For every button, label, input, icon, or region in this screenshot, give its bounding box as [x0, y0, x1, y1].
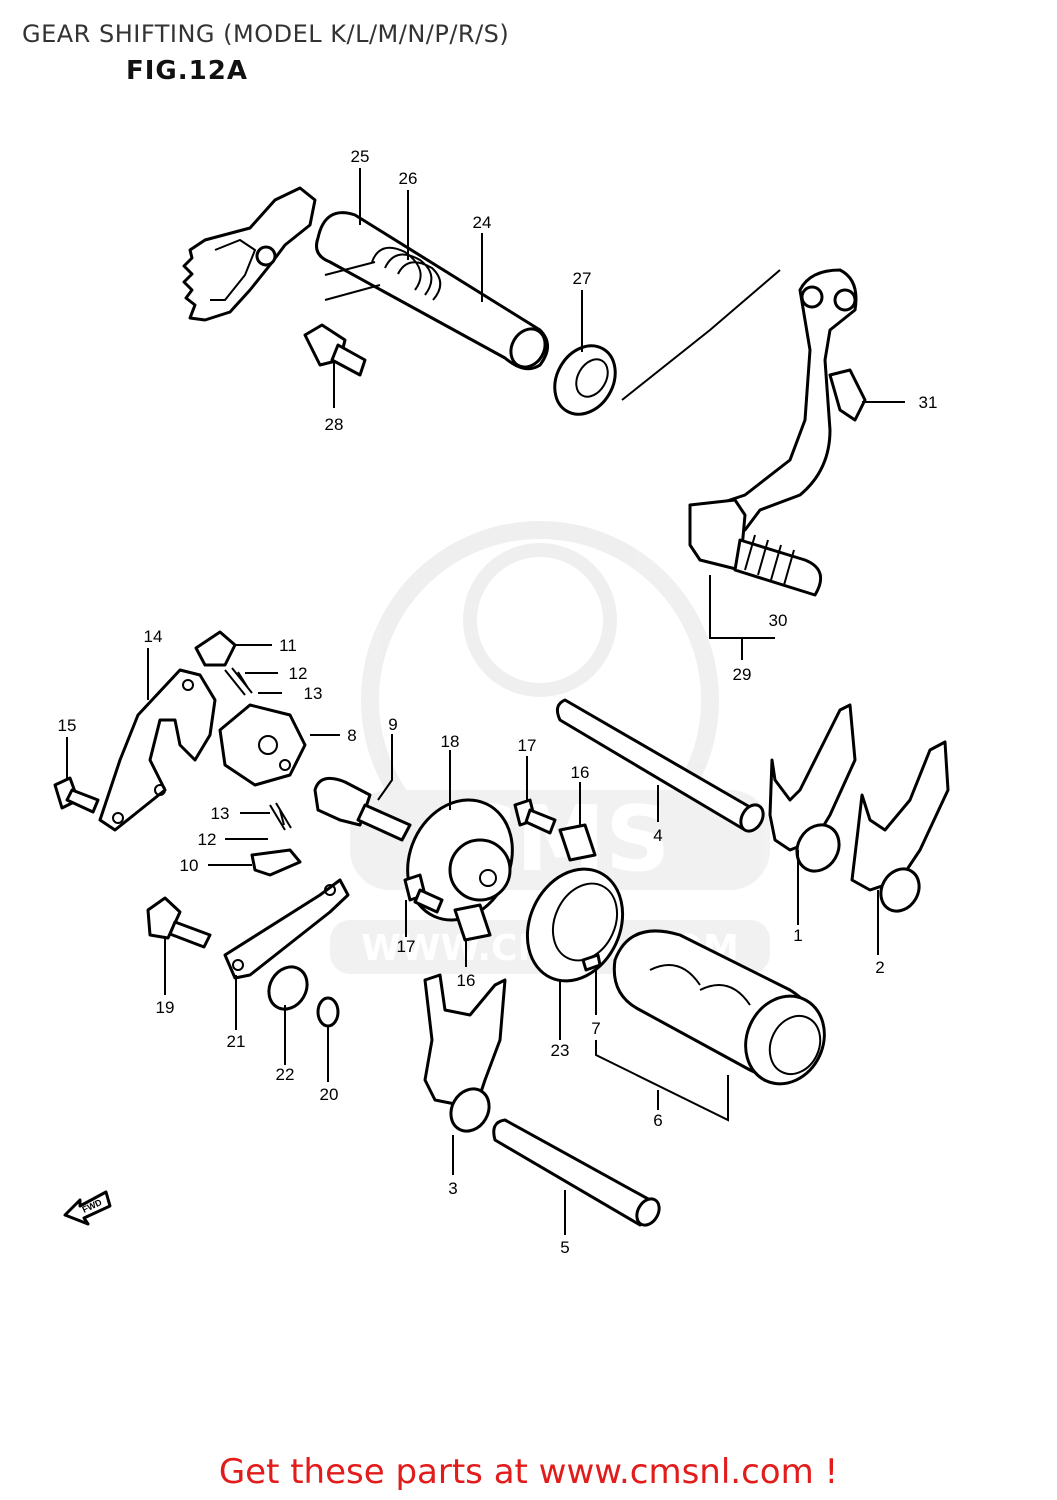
- callout-22: 22: [276, 1065, 295, 1084]
- callout-13-upper: 13: [304, 684, 323, 703]
- callout-27: 27: [573, 269, 592, 288]
- callout-8: 8: [347, 726, 356, 745]
- callout-17-lower: 17: [397, 937, 416, 956]
- gearshift-shaft-assembly: [182, 186, 867, 597]
- leader-lines: [66, 168, 905, 1235]
- callout-labels: 25 26 24 27 28 31 30 29 14 11 12 13 8 15…: [58, 147, 938, 1257]
- callout-20: 20: [320, 1085, 339, 1104]
- callout-10: 10: [180, 856, 199, 875]
- buy-parts-link[interactable]: Get these parts at www.cmsnl.com !: [218, 1452, 839, 1492]
- callout-30: 30: [769, 611, 788, 630]
- callout-2: 2: [875, 958, 884, 977]
- figure-number: FIG.12A: [126, 56, 248, 86]
- callout-6: 6: [653, 1111, 662, 1130]
- callout-16-lower: 16: [457, 971, 476, 990]
- callout-7: 7: [591, 1019, 600, 1038]
- callout-12-upper: 12: [289, 664, 308, 683]
- callout-3: 3: [448, 1179, 457, 1198]
- forward-arrow-icon: FWD: [63, 1190, 112, 1226]
- callout-16-upper: 16: [571, 763, 590, 782]
- callout-24: 24: [473, 213, 492, 232]
- callout-4: 4: [653, 826, 662, 845]
- gearshift-stopper-assembly: [53, 630, 597, 1028]
- callout-14: 14: [144, 627, 163, 646]
- callout-15: 15: [58, 716, 77, 735]
- callout-19: 19: [156, 998, 175, 1017]
- callout-13-lower: 13: [211, 804, 230, 823]
- callout-29: 29: [733, 665, 752, 684]
- callout-9: 9: [388, 715, 397, 734]
- callout-31: 31: [919, 393, 938, 412]
- callout-28: 28: [325, 415, 344, 434]
- callout-12-lower: 12: [198, 830, 217, 849]
- callout-26: 26: [399, 169, 418, 188]
- callout-18: 18: [441, 732, 460, 751]
- shift-drum-assembly: [423, 698, 950, 1227]
- diagram-title: GEAR SHIFTING (MODEL K/L/M/N/P/R/S): [22, 20, 510, 48]
- callout-5: 5: [560, 1238, 569, 1257]
- callout-1: 1: [793, 926, 802, 945]
- callout-23: 23: [551, 1041, 570, 1060]
- callout-11: 11: [279, 636, 297, 655]
- callout-25: 25: [351, 147, 370, 166]
- callout-21: 21: [227, 1032, 246, 1051]
- callout-17-upper: 17: [518, 736, 537, 755]
